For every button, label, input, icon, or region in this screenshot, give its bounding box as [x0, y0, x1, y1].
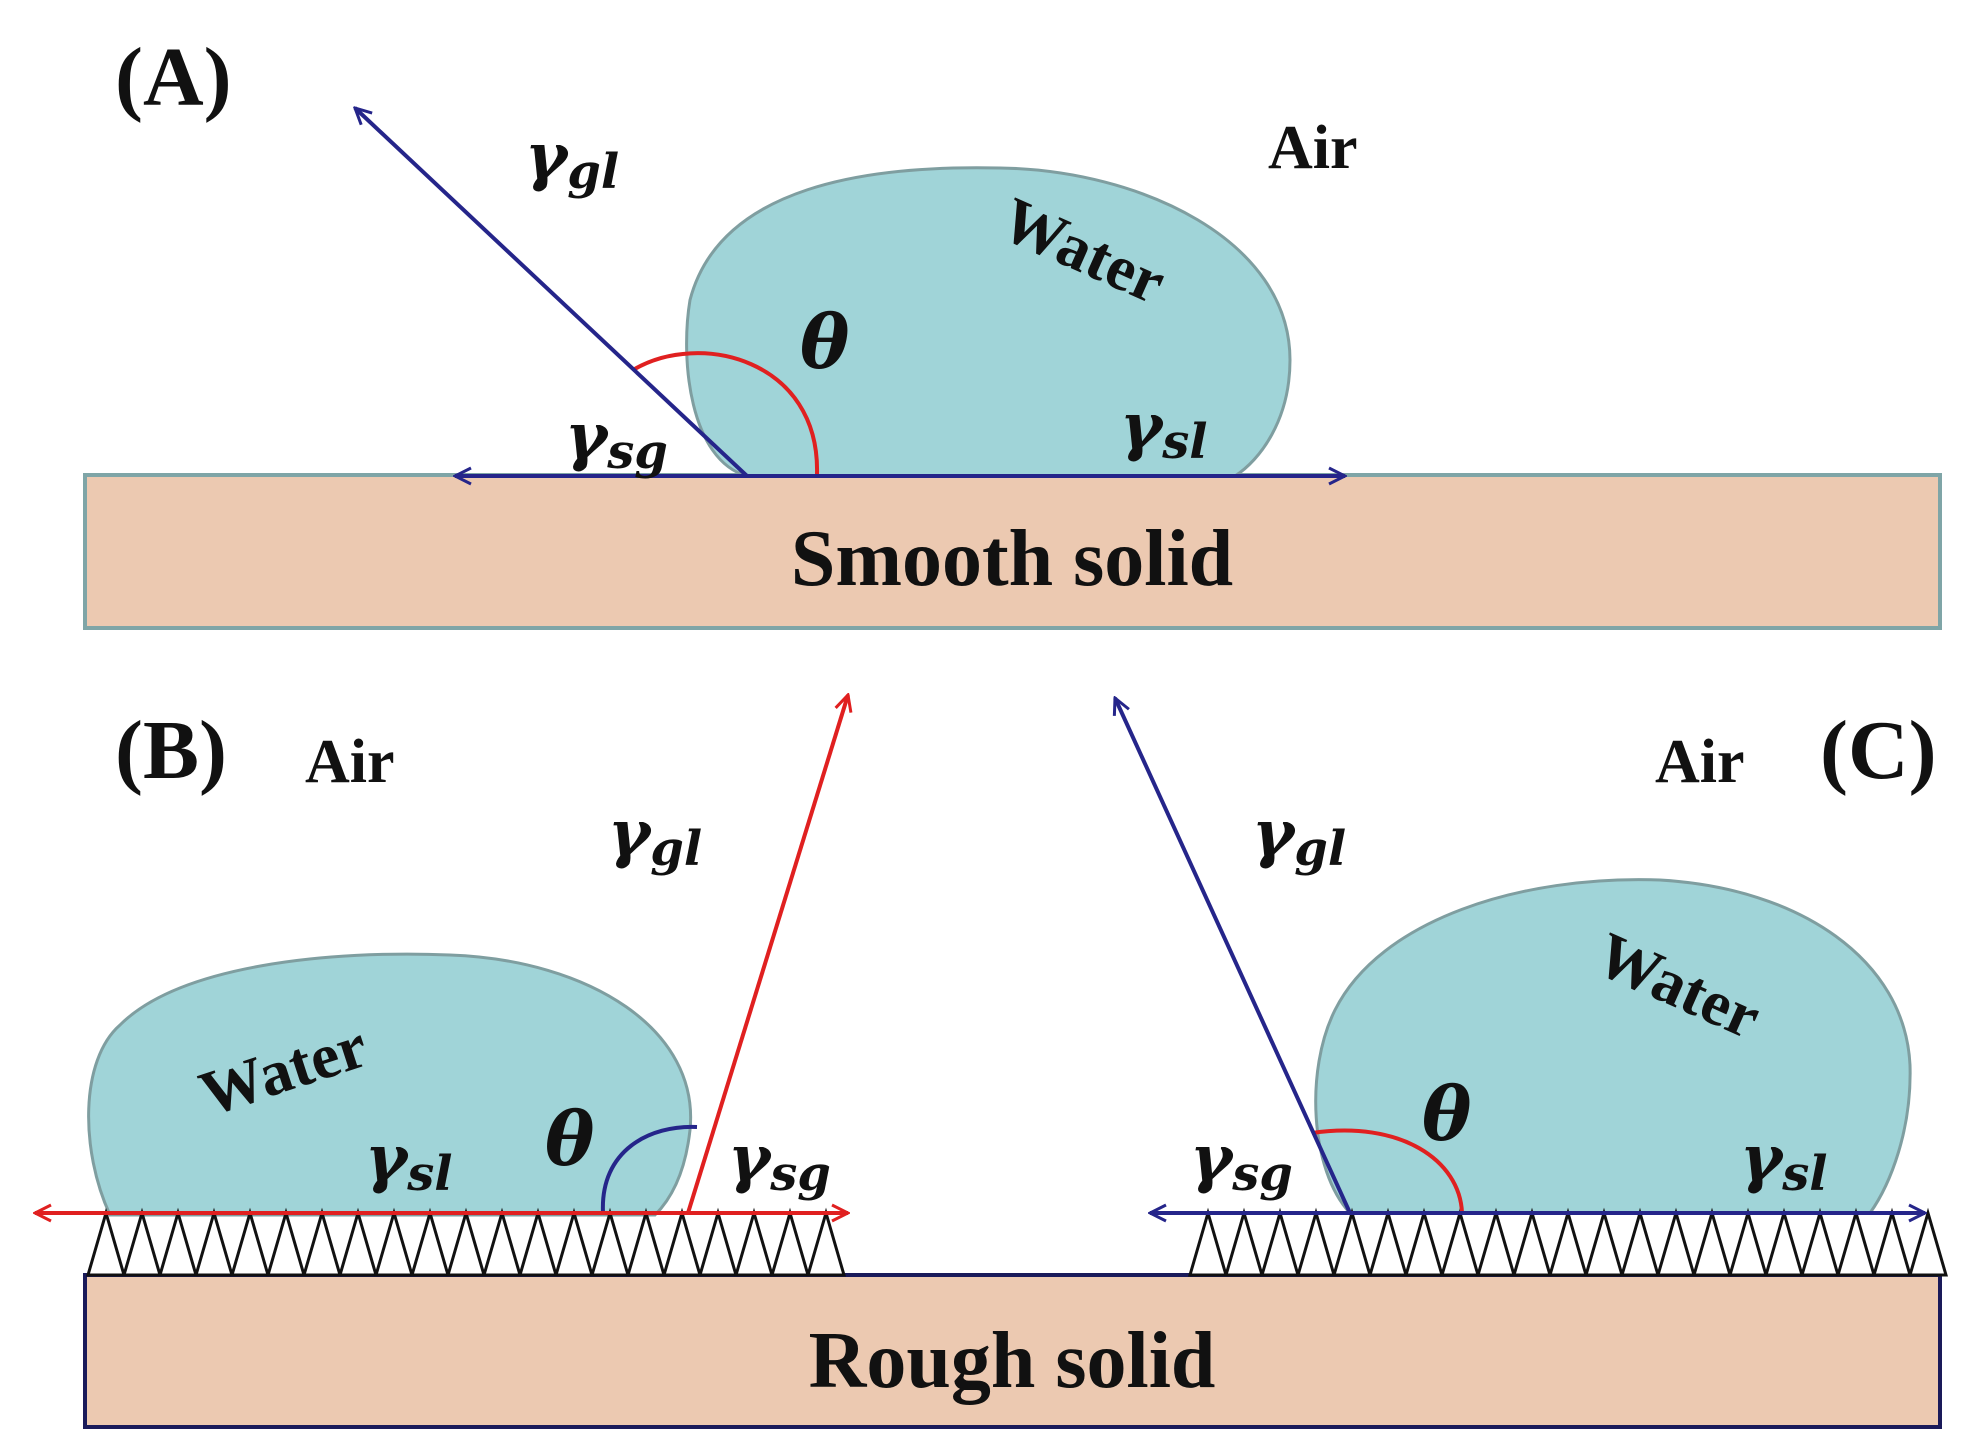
panel-c: Water (C) Air θ γgl γsg γsl: [1115, 698, 1948, 1277]
roughness-b-spike: [734, 1207, 774, 1277]
roughness-c-spike: [1620, 1207, 1660, 1277]
panel-label-a: (A): [115, 31, 232, 124]
roughness-c-spike: [1332, 1207, 1372, 1277]
gamma-sg-label-c: γsg: [1190, 1121, 1293, 1202]
roughness-c-spike: [1656, 1207, 1696, 1277]
panel-label-c: (C): [1820, 704, 1937, 797]
roughness-c-spike: [1800, 1207, 1840, 1277]
gamma-gl-vector-c: [1115, 698, 1352, 1214]
roughness-b-spike: [230, 1207, 270, 1277]
roughness-b-spike: [86, 1207, 126, 1277]
roughness-b-spike: [518, 1207, 558, 1277]
roughness-c-spike: [1188, 1207, 1228, 1277]
air-label-a: Air: [1268, 114, 1358, 182]
panel-a: Smooth solid Water (A) Air θ γgl γsg γsl: [83, 31, 1942, 630]
roughness-c-spike: [1728, 1207, 1768, 1277]
roughness-b-spike: [374, 1207, 414, 1277]
gamma-gl-vector-a: [355, 108, 749, 478]
roughness-c-spike: [1404, 1207, 1444, 1277]
gamma-sl-label-b: γsl: [365, 1121, 453, 1202]
water-droplet-a: [685, 166, 1292, 478]
roughness-b-spike: [338, 1207, 378, 1277]
gamma-gl-vector-b: [686, 695, 848, 1214]
smooth-solid-block: [83, 473, 1942, 630]
roughness-b-spike: [122, 1207, 162, 1277]
rough-solid-base: Rough solid: [83, 1273, 1942, 1429]
roughness-c-spike: [1584, 1207, 1624, 1277]
gamma-gl-label-b: γgl: [608, 796, 702, 877]
roughness-b-spike: [158, 1207, 198, 1277]
roughness-b-spike: [806, 1207, 846, 1277]
surface-roughness-b: [86, 1207, 846, 1277]
roughness-b-spike: [626, 1207, 666, 1277]
gamma-sg-label-b: γsg: [728, 1121, 831, 1202]
rough-solid-block: [83, 1273, 1942, 1429]
gamma-sl-label-c: γsl: [1740, 1121, 1828, 1202]
water-droplet-c: [1314, 878, 1912, 1215]
contact-angle-arc-a: [631, 351, 820, 475]
roughness-c-spike: [1260, 1207, 1300, 1277]
panel-label-b: (B): [115, 704, 227, 797]
theta-label-c: θ: [1422, 1072, 1472, 1158]
roughness-c-spike: [1368, 1207, 1408, 1277]
roughness-c-spike: [1224, 1207, 1264, 1277]
air-label-c: Air: [1655, 728, 1745, 796]
roughness-b-spike: [554, 1207, 594, 1277]
roughness-b-spike: [410, 1207, 450, 1277]
roughness-c-spike: [1764, 1207, 1804, 1277]
roughness-c-spike: [1548, 1207, 1588, 1277]
roughness-b-spike: [302, 1207, 342, 1277]
theta-label-b: θ: [545, 1097, 595, 1183]
water-droplet-b: [87, 952, 693, 1217]
roughness-c-spike: [1872, 1207, 1912, 1277]
smooth-solid-label: Smooth solid: [791, 515, 1233, 603]
roughness-b-spike: [194, 1207, 234, 1277]
roughness-b-spike: [266, 1207, 306, 1277]
roughness-b-spike: [662, 1207, 702, 1277]
roughness-c-spike: [1836, 1207, 1876, 1277]
roughness-b-spike: [482, 1207, 522, 1277]
air-label-b: Air: [305, 728, 395, 796]
roughness-b-spike: [446, 1207, 486, 1277]
panel-b: Water (B) Air θ γgl γsl γsg: [35, 695, 848, 1277]
gamma-gl-label-a: γgl: [525, 119, 619, 200]
contact-angle-arc-b: [600, 1124, 698, 1214]
roughness-c-spike: [1296, 1207, 1336, 1277]
roughness-c-spike: [1692, 1207, 1732, 1277]
roughness-c-spike: [1476, 1207, 1516, 1277]
contact-angle-arc-c: [1311, 1128, 1464, 1214]
roughness-b-spike: [698, 1207, 738, 1277]
gamma-gl-label-c: γgl: [1252, 796, 1346, 877]
theta-label-a: θ: [800, 300, 850, 386]
roughness-c-spike: [1512, 1207, 1552, 1277]
roughness-c-spike: [1908, 1207, 1948, 1277]
roughness-b-spike: [770, 1207, 810, 1277]
gamma-sg-label-a: γsg: [565, 399, 668, 480]
roughness-b-spike: [590, 1207, 630, 1277]
rough-solid-label: Rough solid: [809, 1317, 1216, 1405]
roughness-c-spike: [1440, 1207, 1480, 1277]
surface-roughness-c: [1188, 1207, 1948, 1277]
gamma-sl-label-a: γsl: [1120, 389, 1208, 470]
